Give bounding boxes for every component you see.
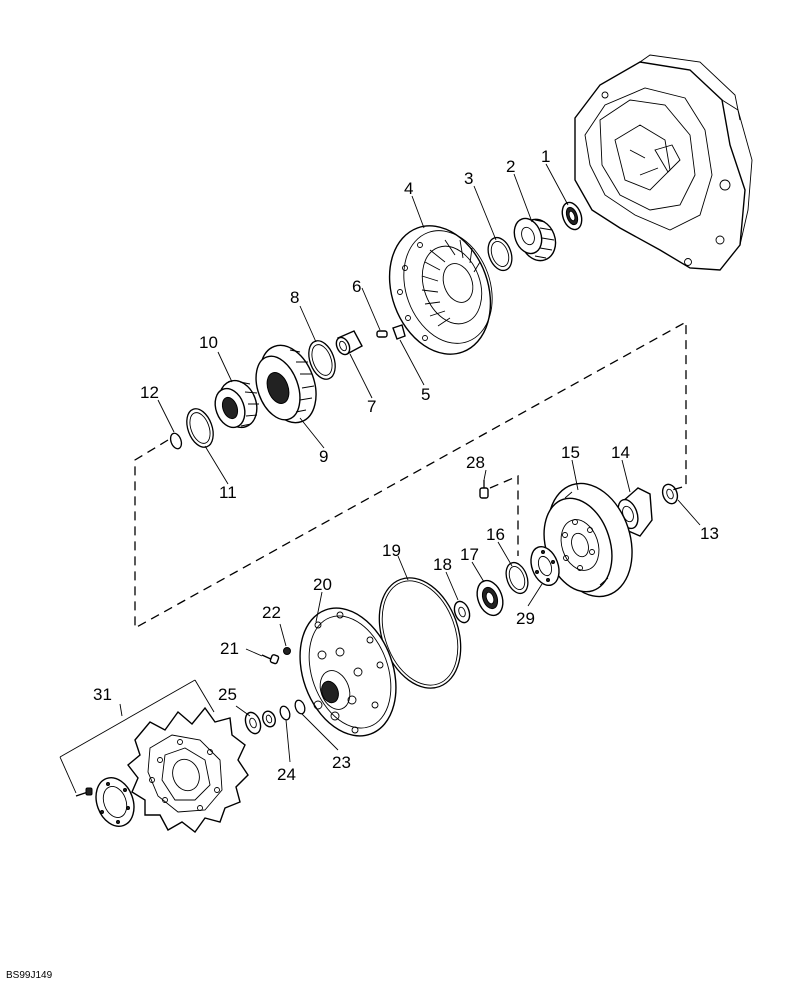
callout-18: 18 [433,555,452,574]
callout-6: 6 [352,277,361,296]
part-2-gear [513,217,557,262]
callout-9: 9 [319,447,328,466]
part-15-converter [543,482,633,598]
part-5-clip [392,324,406,340]
callout-22: 22 [262,603,281,622]
callout-16: 16 [486,525,505,544]
part-31-flex-assembly [127,706,249,833]
part-7-sleeve [335,330,363,356]
callout-4: 4 [404,179,413,198]
callout-14: 14 [611,443,630,462]
callout-5: 5 [421,385,430,404]
part-31-bolt [75,787,93,797]
part-18-washer [453,600,471,624]
callout-31: 31 [93,685,112,704]
callout-2: 2 [506,157,515,176]
callout-21: 21 [220,639,239,658]
part-11-ring [186,408,214,448]
figure-reference: BS99J149 [6,970,53,981]
part-1-bearing [561,201,583,231]
callout-23: 23 [332,753,351,772]
callout-11: 11 [219,483,237,502]
leader-lines [157,163,701,763]
part-25-spacer [244,710,276,735]
callout-29: 29 [516,609,535,628]
callout-10: 10 [199,333,218,352]
part-31-bracket [59,679,215,794]
dashed-assembly-lines [134,320,687,630]
part-28-bolt [479,480,489,499]
part-12-snap-ring [169,432,183,450]
callout-8: 8 [290,288,299,307]
callout-13: 13 [700,524,719,543]
callout-28: 28 [466,453,485,472]
callout-7: 7 [367,397,376,416]
part-6-pin [376,330,388,338]
part-10-gear [214,379,259,429]
part-21-bolt [261,654,280,665]
part-23-ring [294,699,306,715]
part-20-drive-plate [299,607,397,737]
part-16-snap-ring [505,561,529,595]
part-4-stator [388,225,493,355]
part-22-washer [283,647,291,655]
transmission-housing [574,54,753,271]
part-24-ring [279,705,291,721]
callout-3: 3 [464,169,473,188]
callout-1: 1 [541,147,550,166]
callout-17: 17 [460,545,479,564]
part-29-plate [530,545,560,587]
part-3-ring [487,236,513,272]
callout-19: 19 [382,541,401,560]
part-9-drum [255,344,317,424]
callout-labels: 1 2 3 4 5 6 7 8 9 10 11 12 13 14 15 16 1… [93,147,719,784]
callout-25: 25 [218,685,237,704]
part-17-bearing [476,579,504,617]
part-13-nut [661,483,679,505]
callout-20: 20 [313,575,332,594]
callout-15: 15 [561,443,580,462]
part-31-ring-plate [95,777,135,827]
callout-24: 24 [277,765,296,784]
callout-12: 12 [140,383,159,402]
